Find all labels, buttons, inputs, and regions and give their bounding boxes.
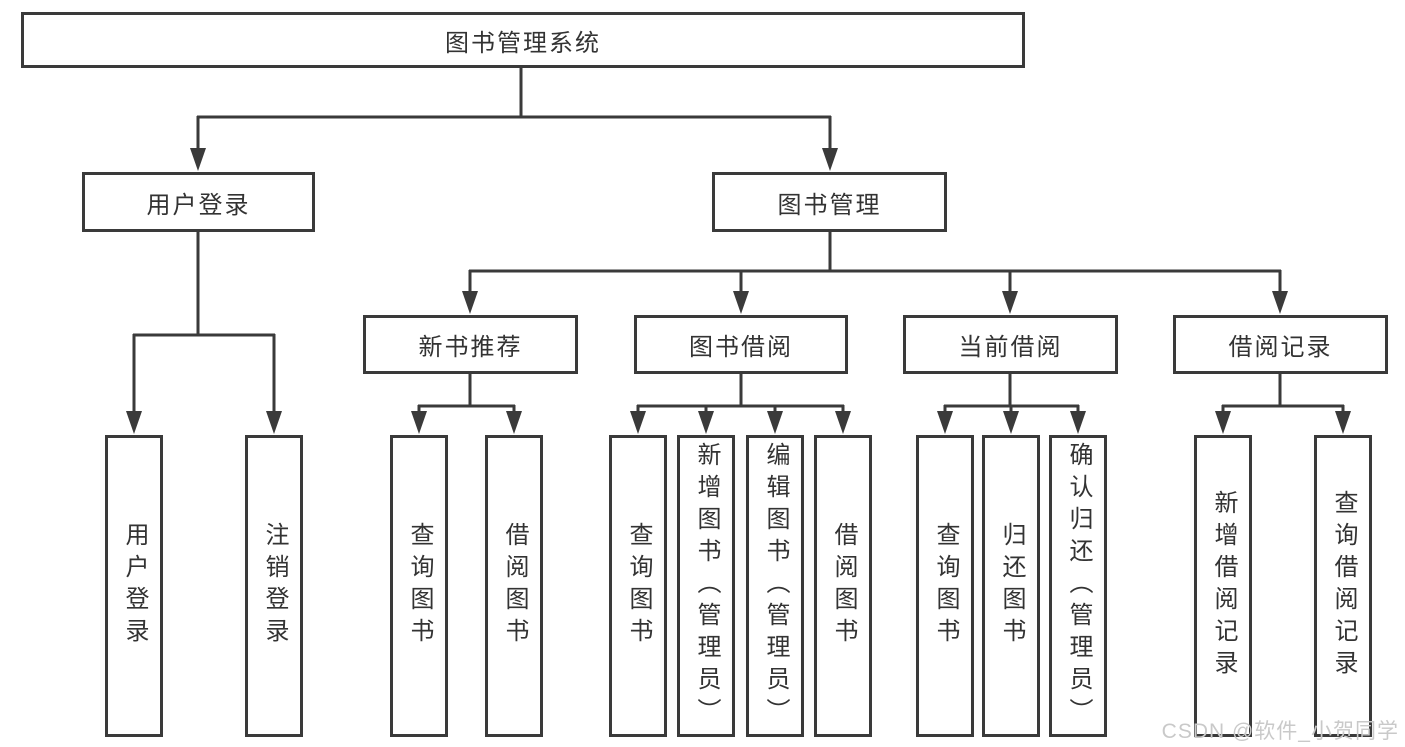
node-return-book: 归还图书 xyxy=(982,435,1040,737)
csdn-watermark: CSDN @软件_小贺同学 xyxy=(1161,720,1399,743)
node-user-login-label: 用户登录 xyxy=(146,191,251,219)
node-book-management-label: 图书管理 xyxy=(777,191,882,219)
node-new-book-recommend-label: 新书推荐 xyxy=(418,334,523,361)
node-borrow-book-action-label: 借阅图书 xyxy=(830,522,857,650)
node-query-book-current-label: 查询图书 xyxy=(932,522,959,650)
node-borrow-book-action: 借阅图书 xyxy=(814,435,872,737)
node-confirm-return-admin: 确认归还（管理员） xyxy=(1049,435,1107,737)
node-query-book-borrow: 查询图书 xyxy=(609,435,667,737)
node-borrow-book-recommend-label: 借阅图书 xyxy=(501,522,528,650)
node-add-book-admin: 新增图书（管理员） xyxy=(677,435,735,737)
node-add-book-admin-label: 新增图书（管理员） xyxy=(693,442,720,730)
node-book-borrow: 图书借阅 xyxy=(634,315,848,374)
node-current-borrow-label: 当前借阅 xyxy=(958,334,1063,361)
node-root: 图书管理系统 xyxy=(21,12,1025,68)
node-root-label: 图书管理系统 xyxy=(445,29,601,57)
node-user-login-action-label: 用户登录 xyxy=(121,522,148,650)
node-return-book-label: 归还图书 xyxy=(998,522,1025,650)
node-logout-action-label: 注销登录 xyxy=(261,522,288,650)
node-query-borrow-record: 查询借阅记录 xyxy=(1314,435,1372,737)
node-user-login: 用户登录 xyxy=(82,172,315,232)
node-confirm-return-admin-label: 确认归还（管理员） xyxy=(1065,442,1092,730)
node-query-book-recommend: 查询图书 xyxy=(390,435,448,737)
node-query-borrow-record-label: 查询借阅记录 xyxy=(1330,490,1357,682)
node-query-book-current: 查询图书 xyxy=(916,435,974,737)
node-query-book-borrow-label: 查询图书 xyxy=(625,522,652,650)
node-edit-book-admin-label: 编辑图书（管理员） xyxy=(762,442,789,730)
node-borrow-book-recommend: 借阅图书 xyxy=(485,435,543,737)
node-borrow-records-label: 借阅记录 xyxy=(1228,334,1333,361)
node-borrow-records: 借阅记录 xyxy=(1173,315,1388,374)
node-current-borrow: 当前借阅 xyxy=(903,315,1118,374)
node-user-login-action: 用户登录 xyxy=(105,435,163,737)
node-edit-book-admin: 编辑图书（管理员） xyxy=(746,435,804,737)
node-book-management: 图书管理 xyxy=(712,172,947,232)
node-add-borrow-record-label: 新增借阅记录 xyxy=(1210,490,1237,682)
node-add-borrow-record: 新增借阅记录 xyxy=(1194,435,1252,737)
node-book-borrow-label: 图书借阅 xyxy=(689,334,793,361)
node-new-book-recommend: 新书推荐 xyxy=(363,315,578,374)
node-query-book-recommend-label: 查询图书 xyxy=(406,522,433,650)
node-logout-action: 注销登录 xyxy=(245,435,303,737)
